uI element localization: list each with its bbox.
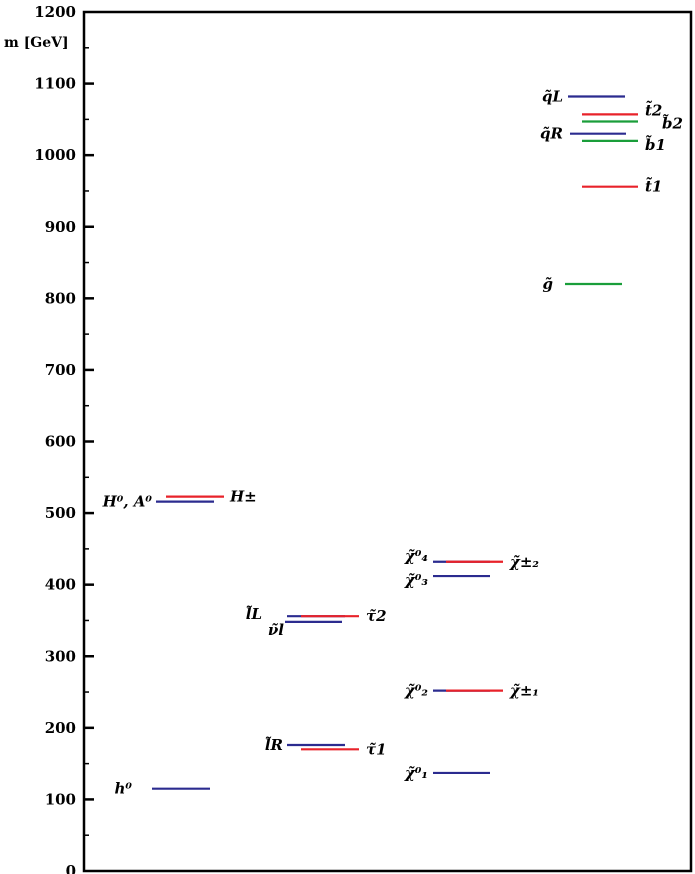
- mass-level-label: t̃1: [645, 176, 662, 196]
- y-tick-label: 500: [45, 504, 76, 522]
- mass-level-label: l̃L: [246, 605, 262, 623]
- y-tick-label: 600: [45, 433, 76, 451]
- y-tick-label: 1200: [34, 3, 76, 21]
- y-tick-label: 700: [45, 361, 76, 379]
- y-tick-label: 300: [45, 647, 76, 665]
- mass-level-label: H±: [229, 488, 257, 506]
- y-tick-label: 1100: [34, 75, 76, 93]
- y-tick-label: 0: [66, 862, 76, 874]
- y-axis-tick-labels: 0 100 200 300 400 500 600 700 800 900 1000 1100 1200: [34, 3, 76, 874]
- mass-level-label: h⁰: [115, 780, 133, 798]
- y-tick-label: 900: [45, 218, 76, 236]
- mass-level-label: b̃2: [662, 113, 683, 133]
- mass-level-label: q̃L: [542, 87, 563, 105]
- y-tick-label: 200: [45, 719, 76, 737]
- mass-level-label: l̃R: [265, 736, 283, 754]
- mass-level-label: t̃2: [645, 100, 662, 120]
- y-tick-label: 400: [45, 576, 76, 594]
- y-axis-ticks: [84, 47, 94, 836]
- y-tick-label: 100: [45, 790, 76, 808]
- mass-level-label: τ̃1: [366, 740, 387, 758]
- mass-level-label: q̃R: [540, 125, 563, 143]
- mass-level-label: χ̃⁰₄: [404, 547, 428, 565]
- mass-level-label: χ̃⁰₁: [404, 764, 428, 782]
- mass-level-label: g̃: [543, 275, 554, 293]
- y-tick-label: 800: [45, 289, 76, 307]
- mass-level-label: ν̃l: [268, 621, 284, 639]
- mass-level-label: H⁰, A⁰: [102, 493, 153, 511]
- mass-level-label: b̃1: [645, 134, 666, 154]
- mass-levels: [152, 95, 638, 790]
- y-axis-label: m [GeV]: [4, 35, 69, 51]
- mass-level-label: χ̃⁰₂: [404, 682, 428, 700]
- mass-level-label: τ̃2: [366, 607, 387, 625]
- mass-level-label: χ̃±₁: [509, 682, 539, 700]
- mass-level-labels: h⁰ H⁰, A⁰ H± l̃R τ̃1 l̃L ν̃l τ̃2 χ̃⁰₁ χ̃⁰₂ χ̃±₁ χ̃⁰…: [102, 87, 683, 797]
- y-tick-label: 1000: [34, 146, 76, 164]
- mass-level-label: χ̃⁰₃: [404, 571, 428, 589]
- mass-level-label: χ̃±₂: [509, 553, 539, 571]
